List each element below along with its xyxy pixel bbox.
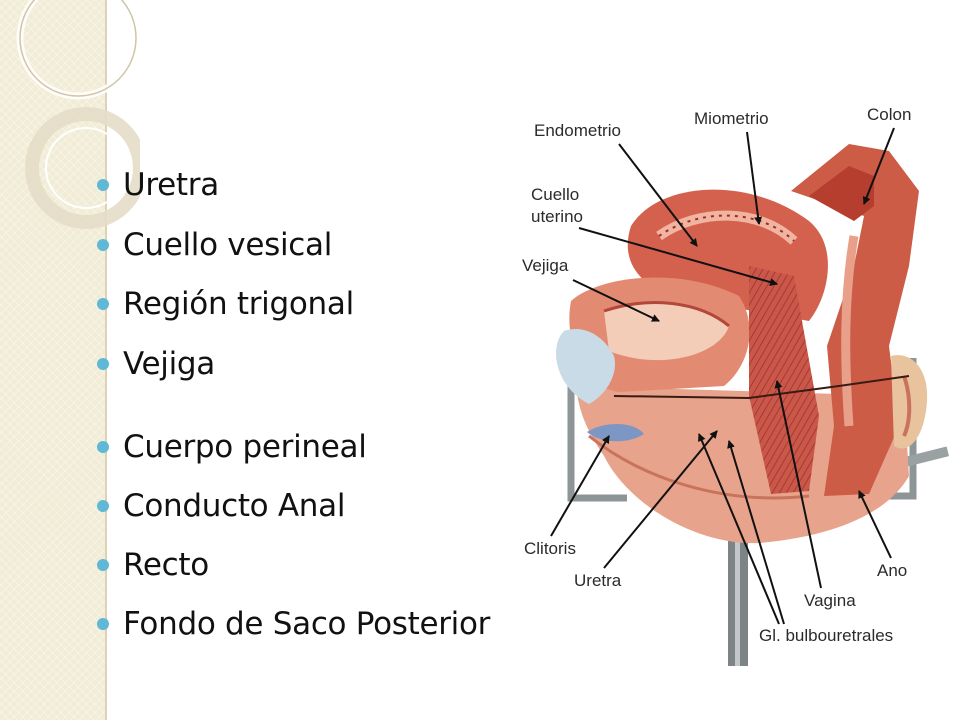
label-vejiga: Vejiga — [522, 256, 569, 275]
label-cuello-line2: uterino — [531, 207, 583, 226]
anatomy-figure: Endometrio Miometrio Colon Cuello uterin… — [522, 105, 950, 666]
list-item: Vejiga — [97, 344, 215, 384]
label-clitoris: Clitoris — [524, 539, 576, 558]
list-item: Conducto Anal — [97, 486, 345, 526]
bullet-dot-icon — [97, 441, 109, 453]
bullet-dot-icon — [97, 500, 109, 512]
label-endometrio: Endometrio — [534, 121, 621, 140]
bullet-dot-icon — [97, 618, 109, 630]
list-item: Cuello vesical — [97, 225, 332, 265]
list-item: Recto — [97, 545, 209, 585]
label-uretra: Uretra — [574, 571, 622, 590]
label-colon: Colon — [867, 105, 911, 124]
label-gl-bulbouretrales: Gl. bulbouretrales — [759, 626, 893, 645]
bullet-dot-icon — [97, 358, 109, 370]
vaginal-wall — [749, 266, 819, 494]
leader-arrows — [550, 127, 895, 625]
label-ano: Ano — [877, 561, 907, 580]
label-vagina: Vagina — [804, 591, 856, 610]
colon — [791, 144, 919, 496]
bullet-dot-icon — [97, 179, 109, 191]
list-item: Cuerpo perineal — [97, 427, 367, 467]
label-cuello-line1: Cuello — [531, 185, 579, 204]
list-item: Región trigonal — [97, 284, 354, 324]
list-item: Fondo de Saco Posterior — [97, 604, 490, 644]
pubic-fat — [556, 328, 615, 404]
bullet-list: Uretra Cuello vesical Región trigonal Ve… — [97, 0, 567, 720]
label-miometrio: Miometrio — [694, 109, 769, 128]
decorative-circles — [16, 0, 140, 229]
bullet-dot-icon — [97, 298, 109, 310]
list-item: Uretra — [97, 165, 219, 205]
bullet-dot-icon — [97, 239, 109, 251]
bullet-dot-icon — [97, 559, 109, 571]
